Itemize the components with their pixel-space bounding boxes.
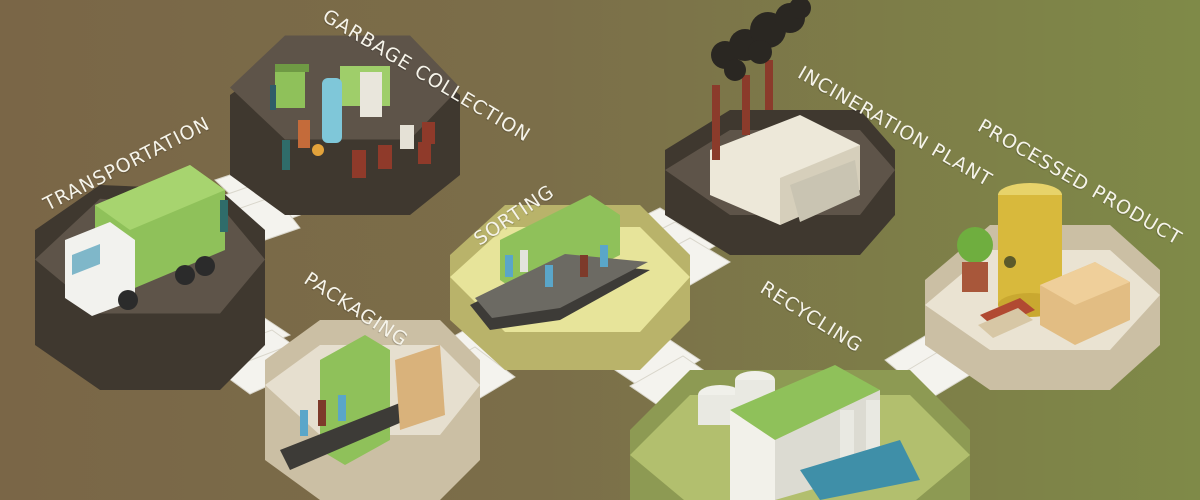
- sorting-conveyor-icon: [470, 195, 650, 330]
- smoke-cloud: [711, 0, 811, 81]
- garbage-truck-icon: [65, 165, 228, 316]
- recycling-building-icon: [698, 365, 920, 500]
- transportation-platform: [35, 165, 265, 390]
- processed-product-platform: [925, 183, 1160, 390]
- oil-barrel-icon: [998, 183, 1062, 317]
- packaging-conveyor-icon: [280, 335, 445, 470]
- books-icon: [978, 298, 1035, 338]
- packaging-platform: [265, 320, 480, 500]
- potted-plant-icon: [957, 227, 993, 292]
- incineration-factory-icon: [710, 0, 860, 225]
- trash-bins-icon: [270, 64, 435, 178]
- sorting-platform: [450, 195, 690, 370]
- cardboard-box-icon: [1040, 262, 1130, 345]
- garbage-collection-platform: [230, 35, 460, 215]
- recycling-platform: [630, 365, 970, 500]
- incineration-platform: [665, 0, 895, 255]
